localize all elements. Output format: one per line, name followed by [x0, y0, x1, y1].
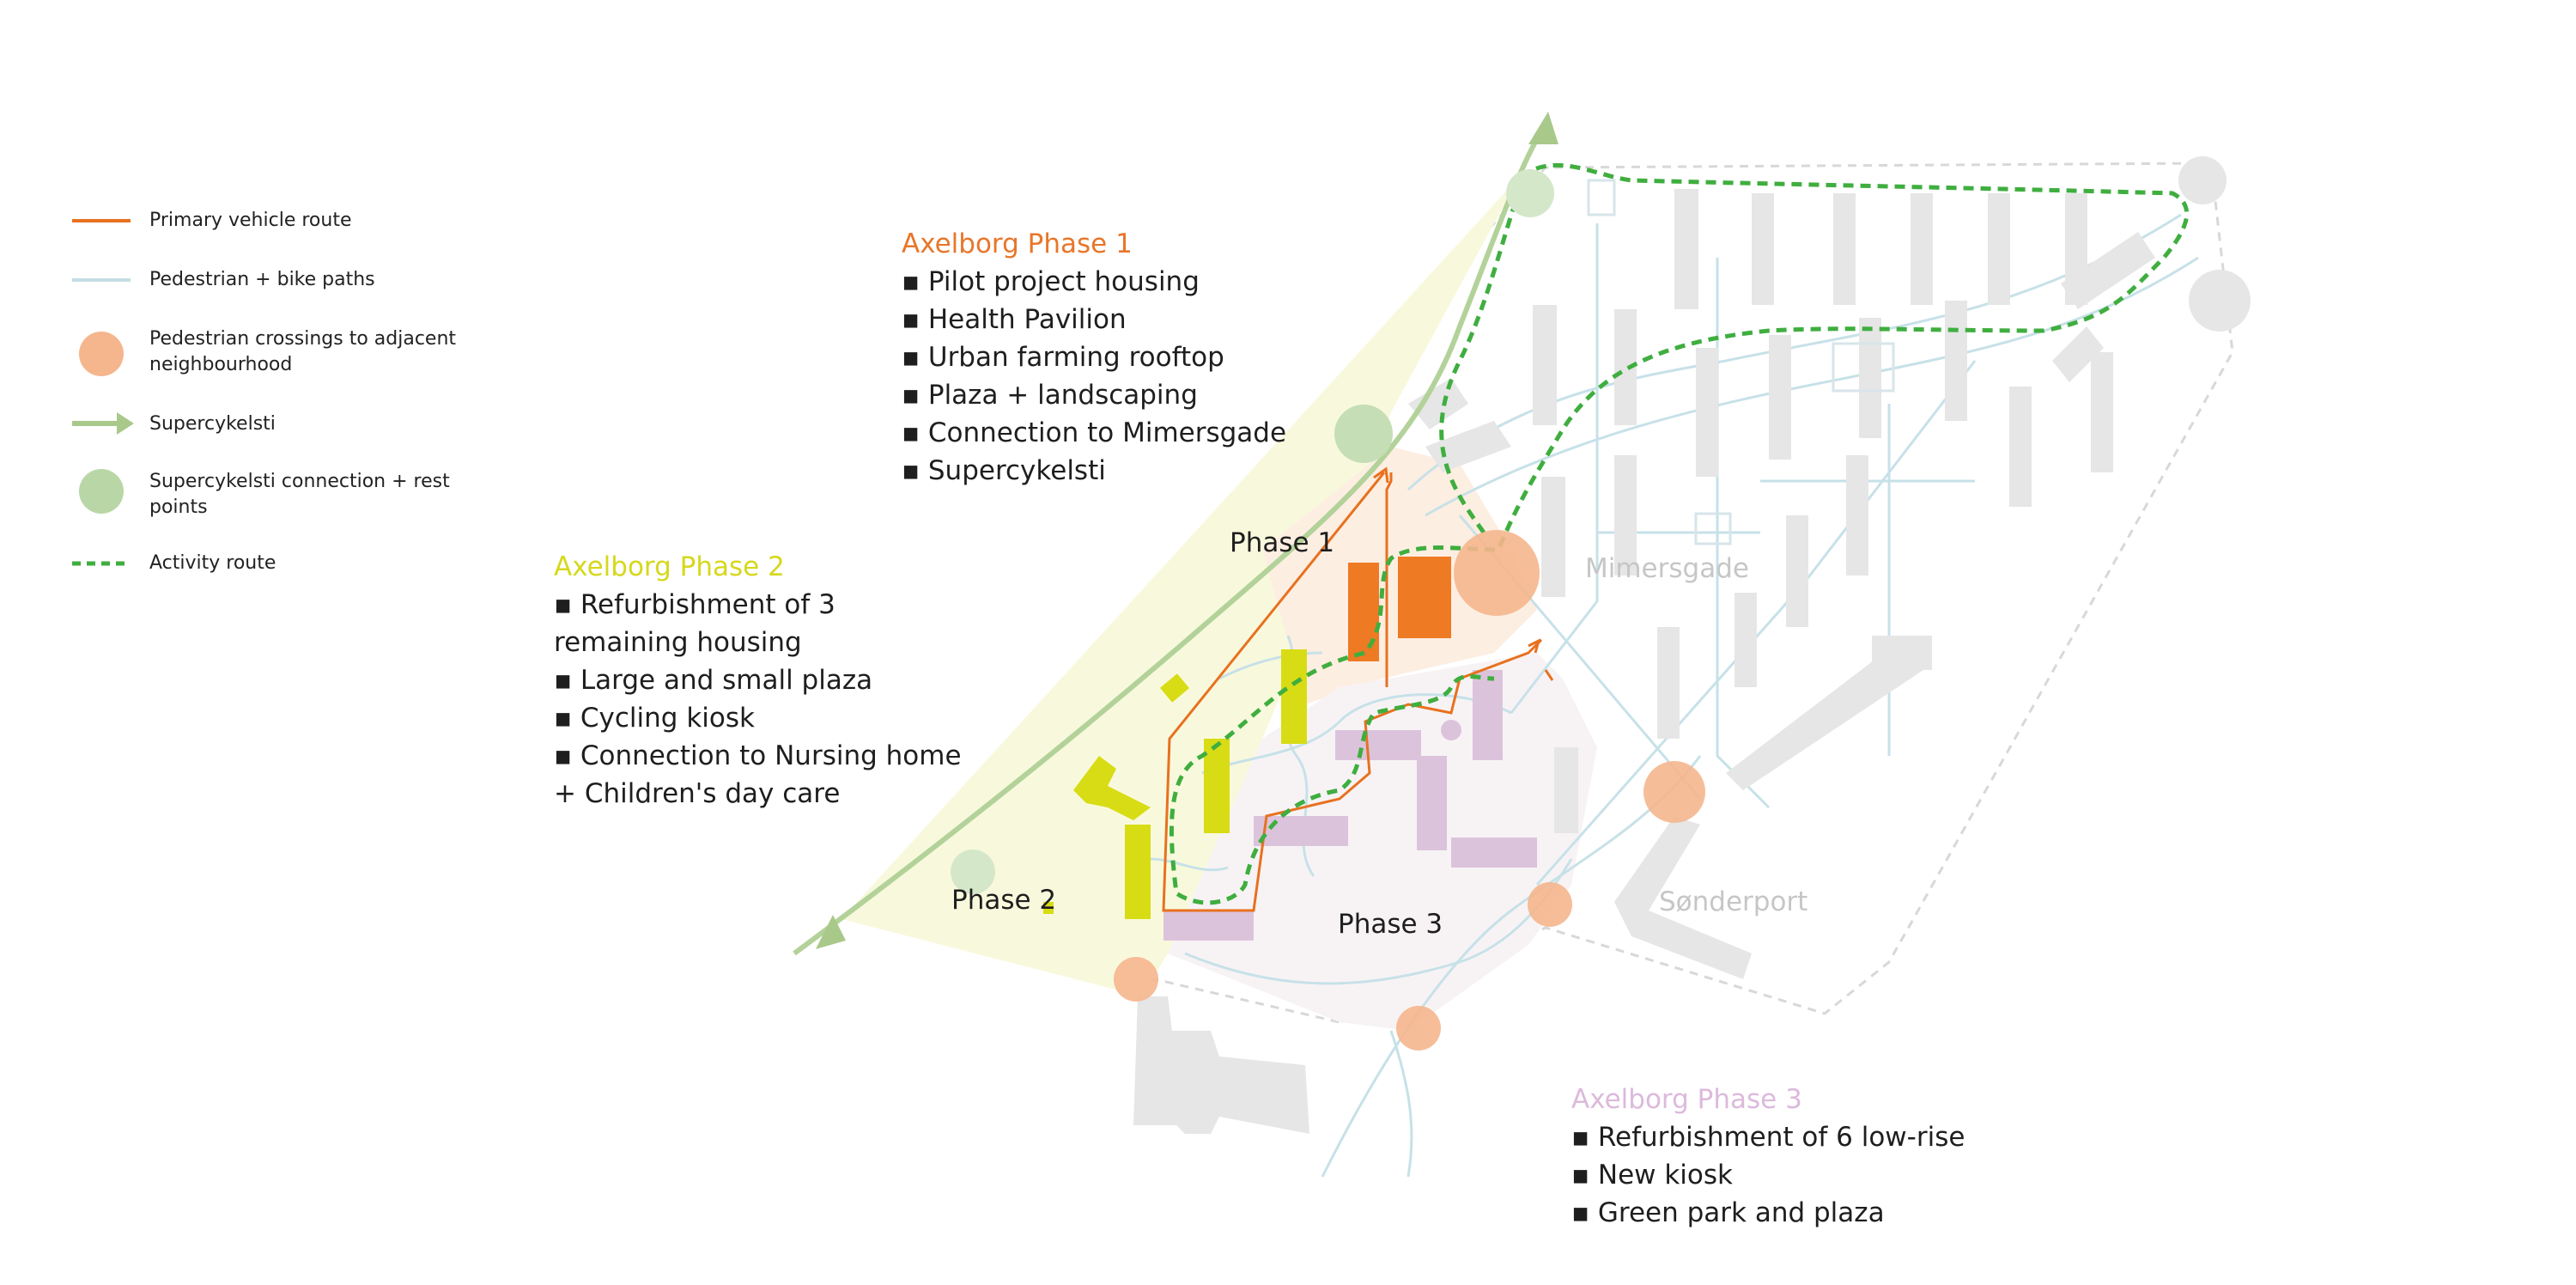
- phase2-building-c: [1125, 825, 1151, 919]
- legend-item-primary-vehicle-route: Primary vehicle route: [149, 210, 352, 231]
- context-buildings: [1133, 189, 2155, 1134]
- supercykelsti-arrow-south: [816, 915, 846, 949]
- legend-item-pedestrian-crossings: Pedestrian crossings to adjacent neighbo…: [149, 328, 457, 375]
- phase2-building-a: [1281, 649, 1307, 744]
- phase2-building-d: [1073, 756, 1151, 820]
- crossing-sonderport: [1528, 882, 1572, 927]
- crossing-east: [1643, 761, 1705, 823]
- phase1-buildings: [1348, 557, 1451, 661]
- crossing-southwest: [1114, 957, 1158, 1002]
- map-label-sonderport: Sønderport: [1659, 886, 1808, 917]
- map-label-phase2: Phase 2: [951, 885, 1057, 916]
- map-label-phase1: Phase 1: [1230, 527, 1335, 558]
- phase3-item: New kiosk: [1571, 1156, 2052, 1194]
- context-outlines: [1587, 179, 1895, 545]
- phase2-title: Axelborg Phase 2: [554, 551, 785, 582]
- legend-symbols: [72, 219, 134, 566]
- phase2-description: Axelborg Phase 2 Refurbishment of 3 rema…: [554, 548, 975, 813]
- legend-item-pedestrian-bike-paths: Pedestrian + bike paths: [149, 269, 375, 290]
- connection-point-south: [951, 850, 995, 894]
- supercykelsti: [793, 112, 1558, 956]
- legend-item-activity-route: Activity route: [149, 552, 276, 574]
- phase2-item: Large and small plaza: [554, 661, 975, 699]
- phase3-description: Axelborg Phase 3 Refurbishment of 6 low-…: [1571, 1081, 2052, 1232]
- phase2-item: Refurbishment of 3 remaining housing: [554, 586, 975, 661]
- connection-point-north: [1506, 169, 1554, 217]
- activity-route: [1169, 162, 2190, 905]
- legend-green-arrow-icon: [72, 412, 134, 435]
- phase2-item: Connection to Nursing home + Children's …: [554, 737, 975, 813]
- phase2-building-b: [1204, 739, 1230, 833]
- pedestrian-crossings: [1114, 530, 1705, 1051]
- phase1-item: Pilot project housing: [902, 263, 1382, 301]
- map-label-mimersgade: Mimersgade: [1585, 553, 1749, 584]
- phase1-item: Connection to Mimersgade: [902, 414, 1382, 452]
- phase1-item: Health Pavilion: [902, 301, 1382, 338]
- phase3-title: Axelborg Phase 3: [1571, 1084, 1802, 1115]
- phase3-item: Refurbishment of 6 low-rise: [1571, 1118, 2052, 1156]
- phase2-item: Cycling kiosk: [554, 699, 975, 737]
- phase2-list: Refurbishment of 3 remaining housing Lar…: [554, 586, 975, 813]
- phase1-list: Pilot project housing Health Pavilion Ur…: [902, 263, 1382, 490]
- phase2-small-building: [1043, 902, 1054, 914]
- phase1-building-b: [1398, 557, 1451, 638]
- map-label-phase3: Phase 3: [1338, 909, 1443, 940]
- context-circles: [2178, 156, 2251, 332]
- phase2-kiosk: [1159, 673, 1190, 703]
- phase1-item: Urban farming rooftop: [902, 338, 1382, 376]
- phase3-list: Refurbishment of 6 low-rise New kiosk Gr…: [1571, 1118, 2052, 1232]
- phase2-buildings: [1043, 649, 1307, 919]
- phase3-item: Green park and plaza: [1571, 1194, 2052, 1232]
- legend-orange-circle-icon: [79, 332, 124, 376]
- phase1-description: Axelborg Phase 1 Pilot project housing H…: [902, 225, 1382, 490]
- legend-green-circle-icon: [79, 469, 124, 514]
- phase1-item: Plaza + landscaping: [902, 376, 1382, 414]
- phase1-title: Axelborg Phase 1: [902, 228, 1133, 259]
- phase1-building-a: [1348, 563, 1379, 661]
- legend-item-supercykelsti-connection: Supercykelsti connection + rest points: [149, 471, 450, 518]
- crossing-south: [1396, 1006, 1441, 1051]
- supercykelsti-arrow-north: [1528, 112, 1558, 144]
- phase1-item: Supercykelsti: [902, 452, 1382, 490]
- legend-item-supercykelsti: Supercykelsti: [149, 413, 276, 435]
- crossing-mimersgade: [1454, 530, 1540, 616]
- phase3-buildings: [1163, 670, 1537, 941]
